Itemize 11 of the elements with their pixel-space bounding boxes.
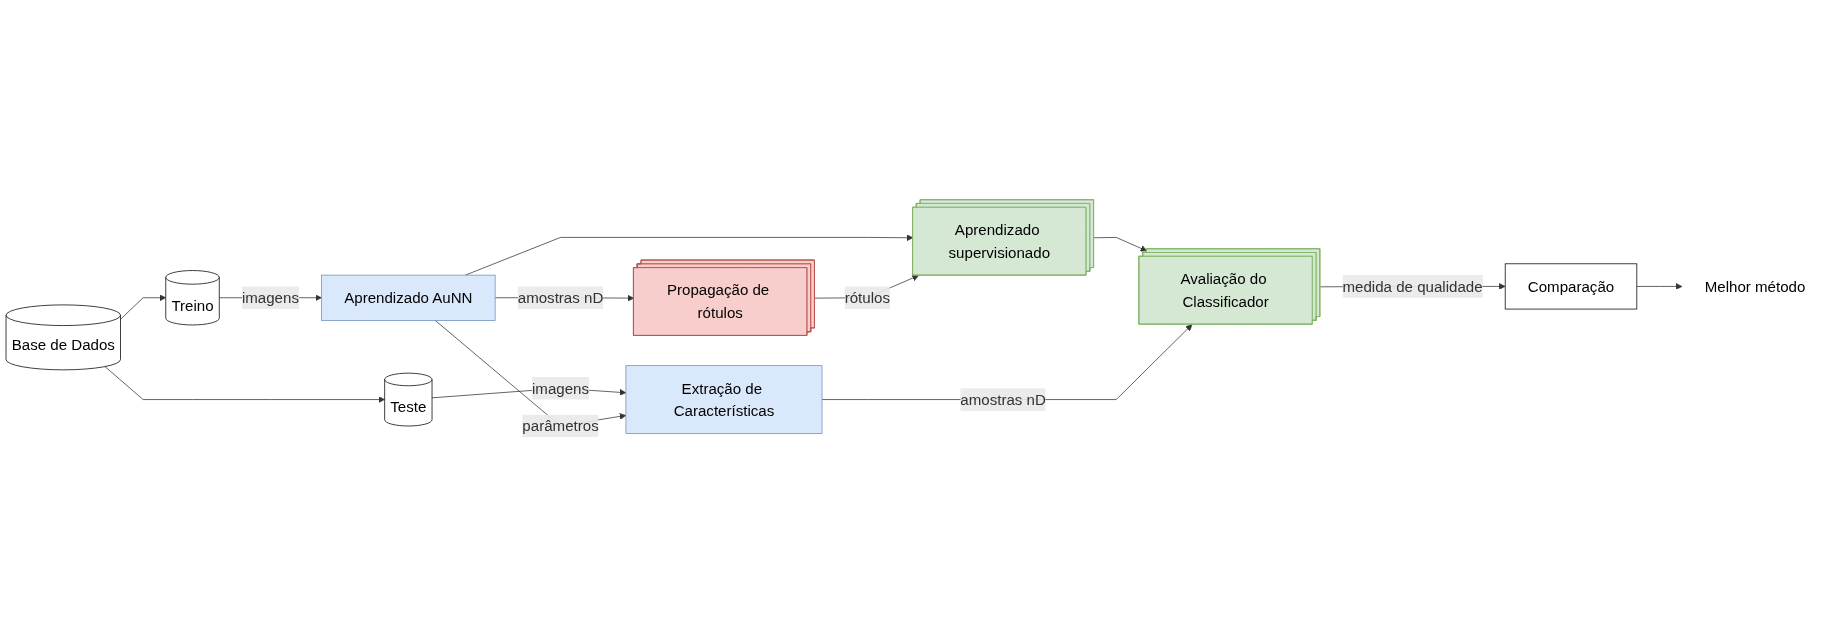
edge-label: parâmetros	[522, 417, 599, 435]
edge-label: rótulos	[844, 289, 890, 307]
edge-label: medida de qualidade	[1342, 278, 1483, 295]
node-text: Melhor método	[1704, 278, 1806, 295]
node-box: Extração de Características	[625, 365, 823, 434]
node-box: Aprendizado AuNN	[321, 274, 496, 321]
edge-label: amostras nD	[517, 289, 604, 307]
edge-label: imagens	[241, 289, 299, 307]
node-box: Comparação	[1504, 263, 1638, 310]
edge-label: amostras nD	[960, 391, 1046, 408]
edge-label: imagens	[532, 379, 590, 397]
